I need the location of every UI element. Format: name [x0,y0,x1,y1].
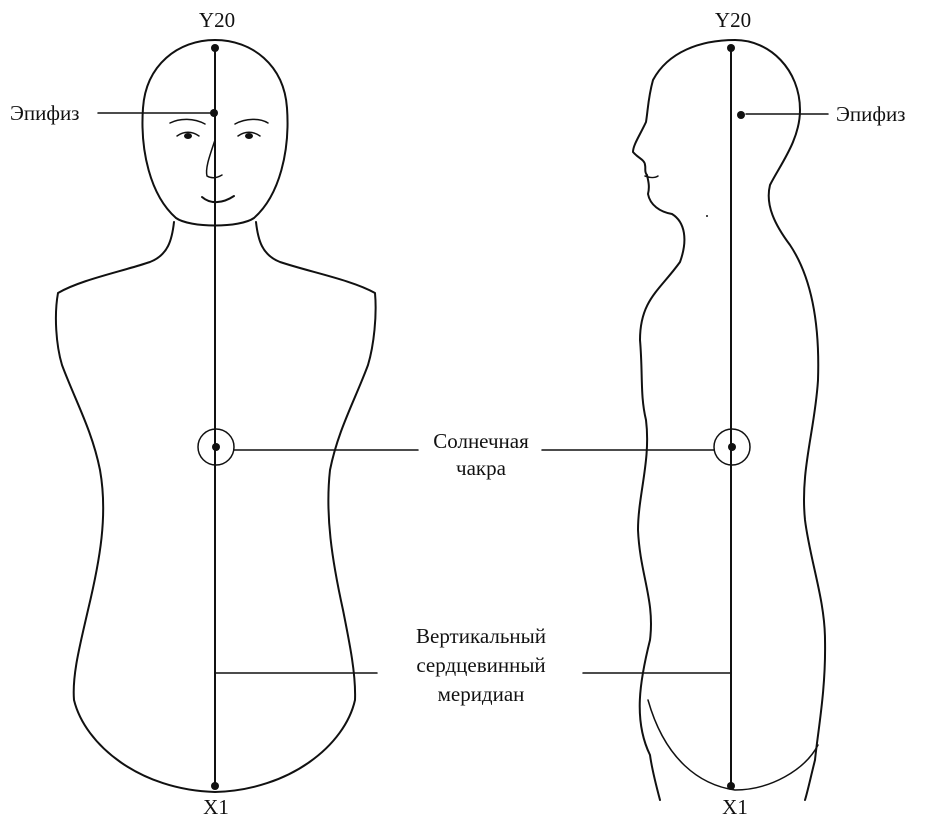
side-stray-dot [706,215,708,217]
meridian-label-line3: меридиан [438,682,525,706]
front-pineal-label: Эпифиз [10,101,79,125]
front-top-point [211,44,219,52]
front-left-eyebrow [170,119,205,124]
side-pineal-label: Эпифиз [836,102,905,126]
meridian-label-line1: Вертикальный [416,624,546,648]
side-bottom-point [727,782,735,790]
side-hip-curve [648,700,818,790]
front-right-pupil [245,133,253,139]
side-chin-line [645,176,658,178]
front-pineal-point [210,109,218,117]
side-solar-chakra-point [728,443,736,451]
side-top-point [727,44,735,52]
front-right-eyebrow [235,119,268,124]
front-solar-chakra-point [212,443,220,451]
side-profile-back-outline [735,40,825,800]
leader-lines [98,113,828,673]
side-figure [633,40,825,800]
front-bottom-point [211,782,219,790]
side-bottom-label: X1 [722,795,748,819]
front-mouth [202,196,234,202]
front-top-label: Y20 [199,8,235,32]
front-bottom-label: X1 [203,795,229,819]
meridian-label-line2: сердцевинный [416,653,545,677]
side-pineal-point [737,111,745,119]
front-left-pupil [184,133,192,139]
side-profile-front-outline [633,40,735,800]
solar-chakra-label-line1: Солнечная [433,429,529,453]
solar-chakra-label-line2: чакра [456,456,507,480]
front-figure [56,40,376,792]
labels: Y20 X1 Y20 X1 Эпифиз Эпифиз Солнечная ча… [10,8,905,819]
side-top-label: Y20 [715,8,751,32]
